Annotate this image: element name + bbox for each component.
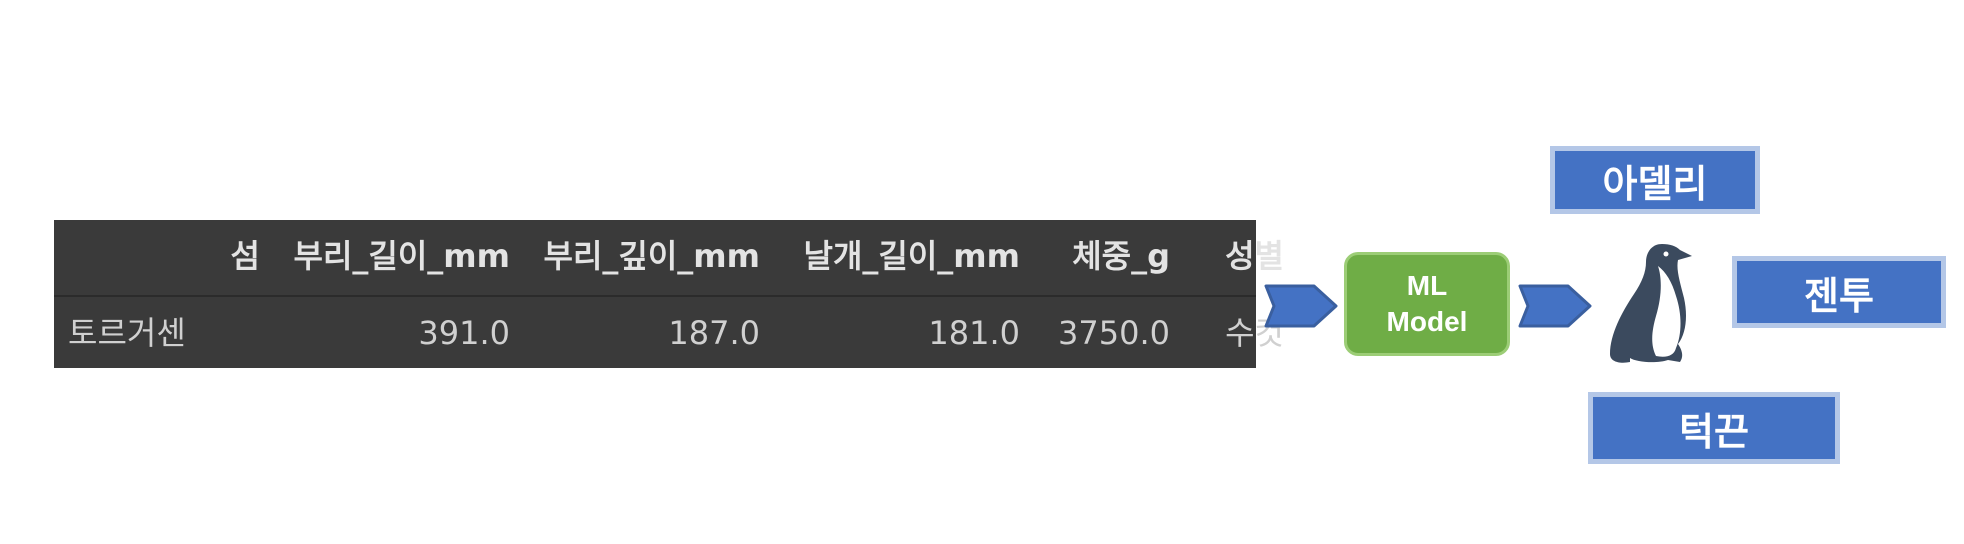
cell-bill-length: 391.0 bbox=[418, 314, 510, 352]
class-label-adelie: 아델리 bbox=[1550, 146, 1760, 214]
ml-model-box: ML Model bbox=[1344, 252, 1510, 356]
ml-model-label-line1: ML bbox=[1406, 270, 1448, 301]
header-body-mass: 체중_g bbox=[1072, 237, 1170, 275]
header-bill-depth: 부리_깊이_mm bbox=[543, 237, 760, 275]
penguin-icon bbox=[1610, 244, 1692, 363]
header-bill-length: 부리_길이_mm bbox=[293, 237, 510, 275]
arrow-to-model-icon bbox=[1264, 284, 1338, 328]
cell-island: 토르거센 bbox=[68, 314, 186, 352]
arrow-to-prediction-icon bbox=[1518, 284, 1592, 328]
header-island: 섬 bbox=[230, 237, 260, 275]
ml-model-label-line2: Model bbox=[1386, 306, 1468, 337]
header-flipper-length: 날개_길이_mm bbox=[803, 237, 1020, 275]
table-header-row: 섬 부리_길이_mm 부리_깊이_mm 날개_길이_mm 체중_g 성별 bbox=[54, 220, 1284, 292]
cell-bill-depth: 187.0 bbox=[668, 314, 760, 352]
header-sex: 성별 bbox=[1225, 237, 1284, 275]
class-label-chinstrap: 턱끈 bbox=[1588, 392, 1840, 464]
class-label-gentoo: 젠투 bbox=[1732, 256, 1946, 328]
cell-flipper-length: 181.0 bbox=[928, 314, 1020, 352]
table-row: 토르거센 391.0 187.0 181.0 3750.0 수컷 bbox=[54, 295, 1284, 369]
penguin-data-table: 섬 부리_길이_mm 부리_깊이_mm 날개_길이_mm 체중_g 성별 토르거… bbox=[54, 220, 1284, 369]
cell-body-mass: 3750.0 bbox=[1058, 314, 1170, 352]
